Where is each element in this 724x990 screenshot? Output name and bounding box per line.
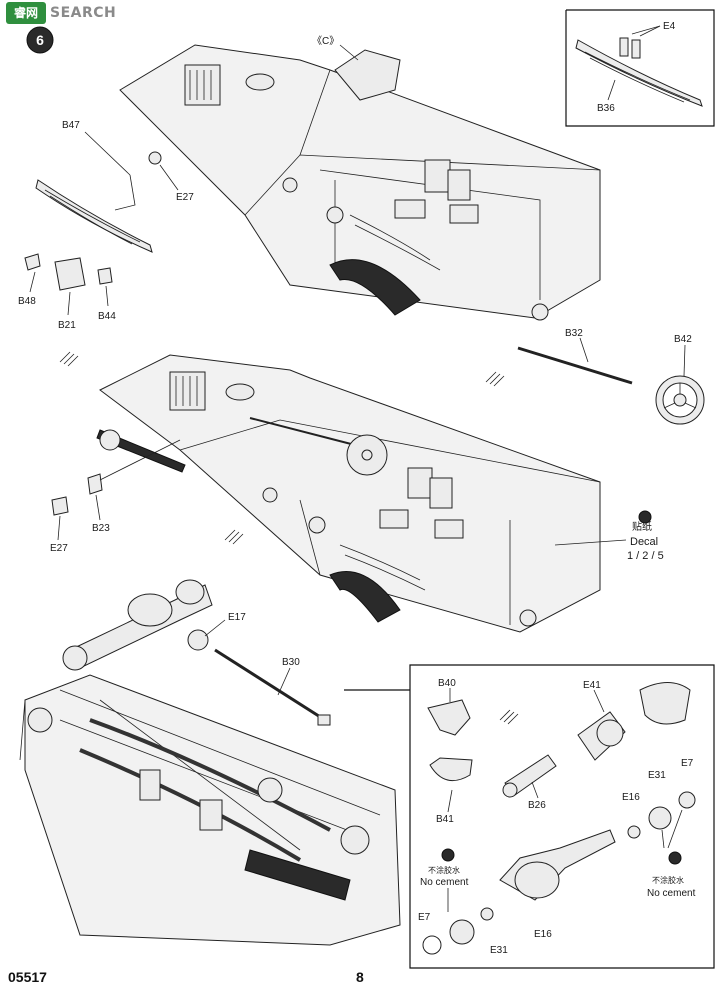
hatch-marker-right [485,371,505,387]
page-number: 8 [356,969,364,985]
watermark-logo: 睿网 SEARCH [6,2,166,24]
label-e17: E17 [228,612,246,623]
step-badge: 6 [26,26,54,54]
step-number: 6 [36,32,44,48]
step-b-parts: B32 B42 B23 E27 贴纸 Decal 1 / 2 / 5 [50,328,705,562]
label-b44: B44 [98,311,116,322]
watermark-cn: 睿网 [6,2,46,24]
label-b26: B26 [528,800,546,811]
no-cement-icon-right [668,851,682,865]
label-b40: B40 [438,678,456,689]
no-cement-en-left: No cement [420,877,469,888]
no-cement-cn-left: 不涂胶水 [428,865,460,875]
label-b36: B36 [597,103,615,114]
label-e4: E4 [663,21,676,32]
label-e16-left: E16 [534,929,552,940]
label-e41: E41 [583,680,601,691]
label-e16-right: E16 [622,792,640,803]
label-e27-a: E27 [176,192,194,203]
label-b42: B42 [674,334,692,345]
watermark-text: SEARCH [50,5,117,21]
no-cement-en-right: No cement [647,888,696,899]
hull-middle [59,351,601,633]
step-a-parts: B47 E27 B48 B21 B44 [18,120,194,331]
label-b30: B30 [282,657,300,668]
label-b21: B21 [58,320,76,331]
seat-drawing [334,49,401,101]
hatch-marker-center [224,529,244,545]
hull-upper: 《C》 [119,35,601,321]
label-e7-left: E7 [418,912,431,923]
chassis-lower: E17 B30 [19,529,401,946]
label-b32: B32 [565,328,583,339]
label-e27-b: E27 [50,543,68,554]
label-b48: B48 [18,296,36,307]
leaf-spring-drawing [575,39,703,107]
label-sub-c: 《C》 [312,35,339,47]
label-b41: B41 [436,814,454,825]
label-e31-right: E31 [648,770,666,781]
inset-bottom-right: B40 B41 E41 B26 E16 E31 E7 E7 E31 [344,664,715,969]
decal-en: Decal [630,536,658,548]
decal-numbers: 1 / 2 / 5 [627,550,664,562]
label-b47: B47 [62,120,80,131]
no-cement-icon-left [441,848,455,862]
decal-cn: 贴纸 [632,520,652,533]
label-e31-left: E31 [490,945,508,956]
label-e7-right: E7 [681,758,694,769]
u-bolt-drawing [619,37,629,57]
inset-top-right: E4 B36 [565,9,715,127]
hatch-marker-inset [499,709,519,725]
product-code: 05517 [8,969,47,985]
label-b23: B23 [92,523,110,534]
hatch-marker-left [59,351,79,367]
no-cement-cn-right: 不涂胶水 [652,875,684,885]
